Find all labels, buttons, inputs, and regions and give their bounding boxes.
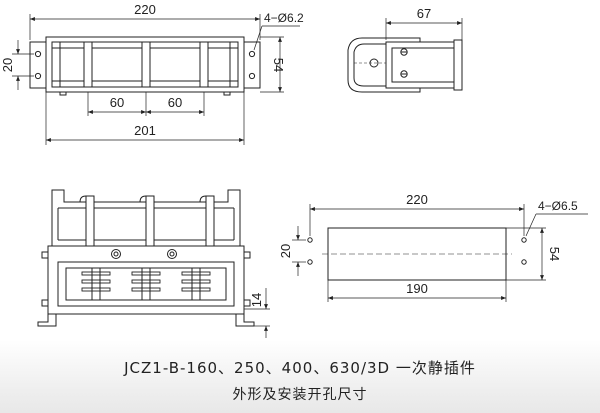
dim-body-height: 54 [271,58,286,72]
mount-hole [521,237,527,243]
dim-hole-callout: 4−Ø6.2 [264,11,304,25]
dim-total-width: 220 [134,2,156,17]
front-view [37,189,270,338]
dim-cutout-height: 54 [547,247,562,261]
mount-hole [307,237,313,243]
dim-cutout-hole-spacing: 20 [278,244,293,258]
side-view [347,18,463,93]
dim-contact-spacing-1: 60 [110,95,124,110]
dim-hole-spacing-vertical: 20 [0,58,15,72]
mount-hole [521,259,527,265]
dim-base-width: 201 [134,123,156,138]
dim-mount-height: 14 [249,293,264,307]
caption-title: JCZ1-B-160、250、400、630/3D 一次静插件 [124,359,476,377]
caption-background [0,340,600,413]
dim-contact-spacing-2: 60 [168,95,182,110]
mount-hole [307,259,313,265]
caption-subtitle: 外形及安装开孔尺寸 [232,387,368,403]
cutout-view [292,204,588,302]
top-view [12,14,300,145]
dim-cutout-width: 190 [406,281,428,296]
mount-hole [34,72,42,80]
dim-cutout-total-width: 220 [406,192,428,207]
dim-cutout-hole-callout: 4−Ø6.5 [538,199,578,213]
mount-hole [248,72,256,80]
mount-hole [248,50,256,58]
mount-hole [34,50,42,58]
dim-depth: 67 [417,6,431,21]
